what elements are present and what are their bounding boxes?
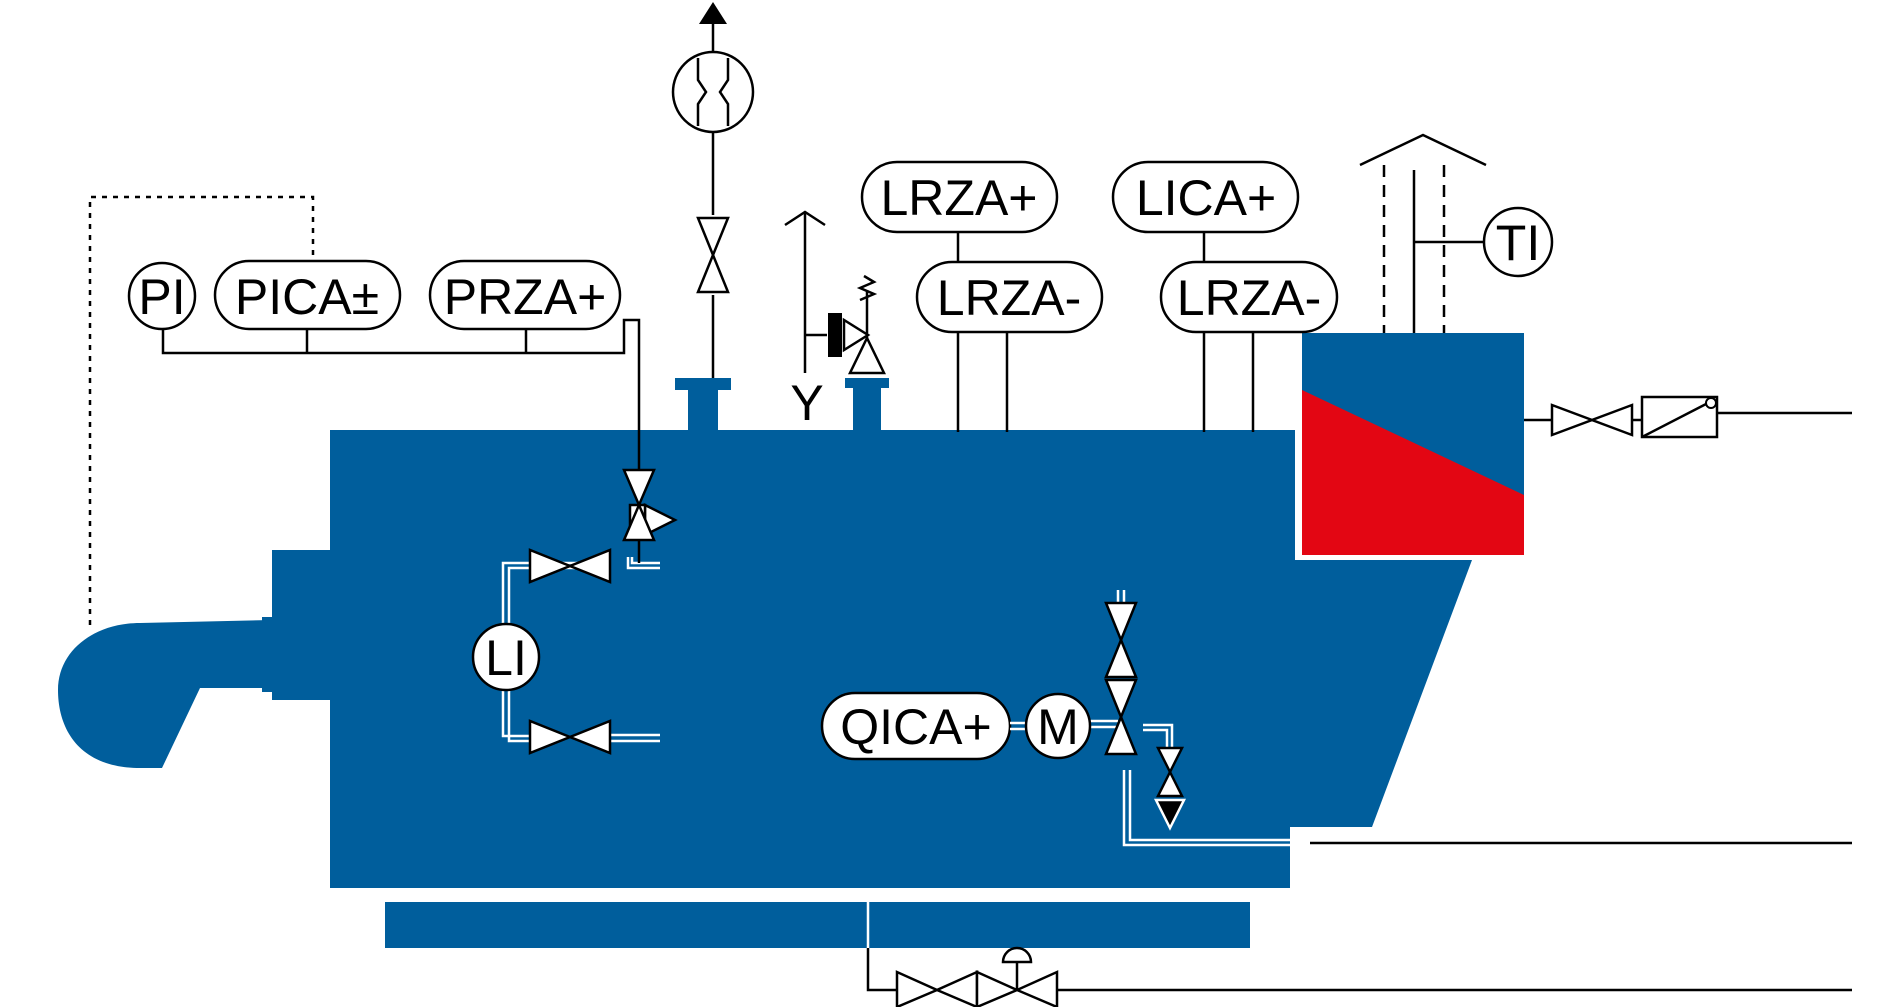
boiler-skid bbox=[385, 902, 1250, 948]
control-valve-icon bbox=[975, 946, 1059, 1007]
pica-controller: PICA± bbox=[213, 259, 402, 331]
flow-meter-icon bbox=[671, 50, 755, 134]
lrza-minus-1-label: LRZA- bbox=[937, 270, 1081, 326]
gate-valve-icon bbox=[1550, 403, 1634, 437]
lica-plus-label: LICA+ bbox=[1136, 170, 1276, 226]
pi-label: PI bbox=[138, 269, 185, 325]
pica-label: PICA± bbox=[235, 269, 379, 325]
level-group-1: LRZA+ LRZA- bbox=[860, 160, 1104, 432]
economizer-outlet bbox=[1524, 395, 1852, 439]
bottom-feed bbox=[488, 888, 1852, 1007]
safety-nozzle bbox=[853, 386, 881, 432]
lrza-minus-2-label: LRZA- bbox=[1177, 270, 1321, 326]
safety-valve-group: Y bbox=[784, 210, 886, 431]
control-valve-icon bbox=[1104, 601, 1138, 756]
stack: TI bbox=[1359, 133, 1554, 333]
y-label: Y bbox=[790, 375, 823, 431]
safety-nozzle-flange bbox=[845, 378, 889, 388]
conductivity-control: QICA+ M bbox=[820, 601, 1187, 831]
gate-valve-icon bbox=[895, 970, 979, 1007]
pi-indicator: PI bbox=[127, 261, 197, 331]
qica-plus-label: QICA+ bbox=[840, 699, 991, 755]
prza-plus-switch: PRZA+ bbox=[428, 259, 622, 331]
arrow-up-icon bbox=[699, 2, 727, 24]
boiler-body bbox=[58, 378, 1472, 948]
steam-nozzle bbox=[688, 388, 718, 433]
safety-valve-icon bbox=[828, 274, 886, 375]
steam-nozzle-flange bbox=[675, 378, 731, 390]
lrza-plus-label: LRZA+ bbox=[880, 170, 1037, 226]
steam-outlet bbox=[671, 2, 755, 378]
li-label: LI bbox=[485, 630, 527, 686]
m-label: M bbox=[1037, 699, 1079, 755]
prza-plus-label: PRZA+ bbox=[444, 269, 607, 325]
level-indicator: LI bbox=[471, 468, 678, 755]
ti-label: TI bbox=[1496, 215, 1540, 271]
level-group-2: LICA+ LRZA- bbox=[1111, 160, 1339, 432]
economizer bbox=[1302, 333, 1524, 555]
actuator-icon bbox=[1640, 395, 1719, 439]
drain-icon bbox=[1153, 746, 1187, 831]
gate-valve-icon bbox=[696, 216, 730, 294]
